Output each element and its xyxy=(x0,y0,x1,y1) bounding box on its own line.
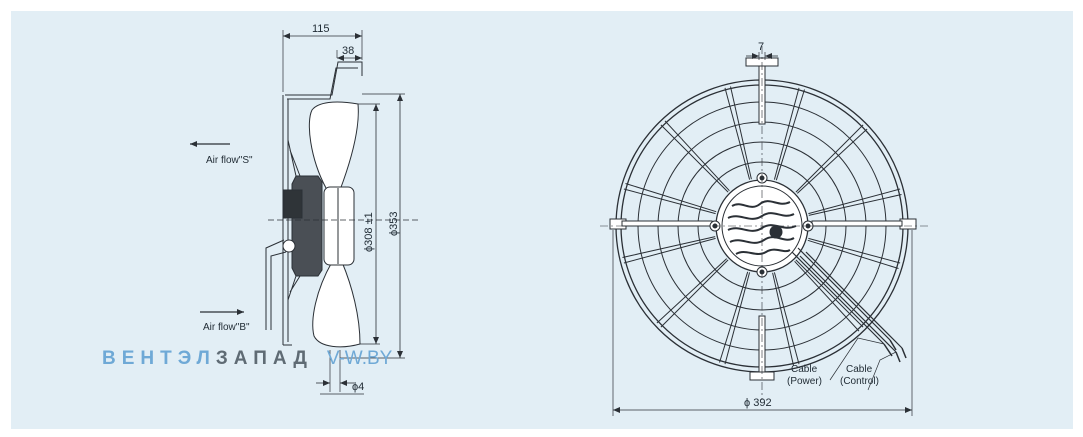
blade-lower xyxy=(312,261,361,348)
watermark-part-1: ВЕНТЭЛ xyxy=(102,348,216,369)
guard-spoke xyxy=(625,183,717,213)
guard-spoke xyxy=(719,271,749,363)
watermark-part-2: ЗАПАД xyxy=(216,348,313,369)
guard-spoke xyxy=(808,188,901,215)
guard-spoke xyxy=(796,128,868,194)
cable-gland xyxy=(282,239,296,253)
airflow-s-label: Air flow"S" xyxy=(206,155,253,166)
guard-spoke xyxy=(794,260,860,332)
guard-spoke xyxy=(773,87,800,180)
guard-spoke xyxy=(807,239,899,269)
guard-spoke xyxy=(724,272,751,365)
cable-power-title: Cable xyxy=(791,364,818,375)
dim-height: ϕ353 xyxy=(388,211,400,236)
guard-spoke xyxy=(730,86,752,180)
guard-spoke xyxy=(795,259,864,328)
guard-spoke xyxy=(622,236,716,258)
cable-control xyxy=(799,251,903,353)
guard-spokes xyxy=(622,86,902,366)
dim-slot: 7 xyxy=(758,41,764,53)
mount-bracket xyxy=(285,61,363,96)
guard-spoke xyxy=(623,188,716,215)
hub xyxy=(323,186,355,266)
guard-spoke xyxy=(660,124,729,193)
guard-spoke xyxy=(808,194,902,216)
guard-spoke xyxy=(656,258,728,324)
guard-spoke xyxy=(795,124,864,193)
guard-spoke xyxy=(772,272,794,366)
dim-width-total: 115 xyxy=(312,23,330,35)
cable-control-title: Cable xyxy=(846,364,873,375)
airflow-b-label: Air flow"B" xyxy=(203,322,250,333)
guard-spoke xyxy=(808,237,901,264)
guard-spoke xyxy=(724,87,751,180)
cable-control-sub: (Control) xyxy=(840,376,879,387)
side-view xyxy=(190,30,420,395)
blade-upper xyxy=(308,101,359,191)
guard-spoke xyxy=(660,259,729,328)
dim-guard-diameter: ϕ 392 xyxy=(744,397,772,409)
front-view xyxy=(600,46,928,416)
guard-spoke xyxy=(773,272,800,365)
watermark-part-3: V-W.BY xyxy=(327,348,393,369)
dim-width-partial: 38 xyxy=(342,45,354,57)
watermark: ВЕНТЭЛЗАПАД V-W.BY xyxy=(102,348,393,369)
guard-spoke xyxy=(775,89,805,181)
guard-spoke xyxy=(664,120,730,192)
drawing-background xyxy=(11,11,1073,429)
cable-power-sub: (Power) xyxy=(787,376,822,387)
guard-spoke xyxy=(623,237,716,264)
cable-power xyxy=(791,247,891,345)
dim-blade-diameter: ϕ308 ±1 xyxy=(363,212,375,252)
dim-hole: ϕ4 xyxy=(352,381,364,393)
